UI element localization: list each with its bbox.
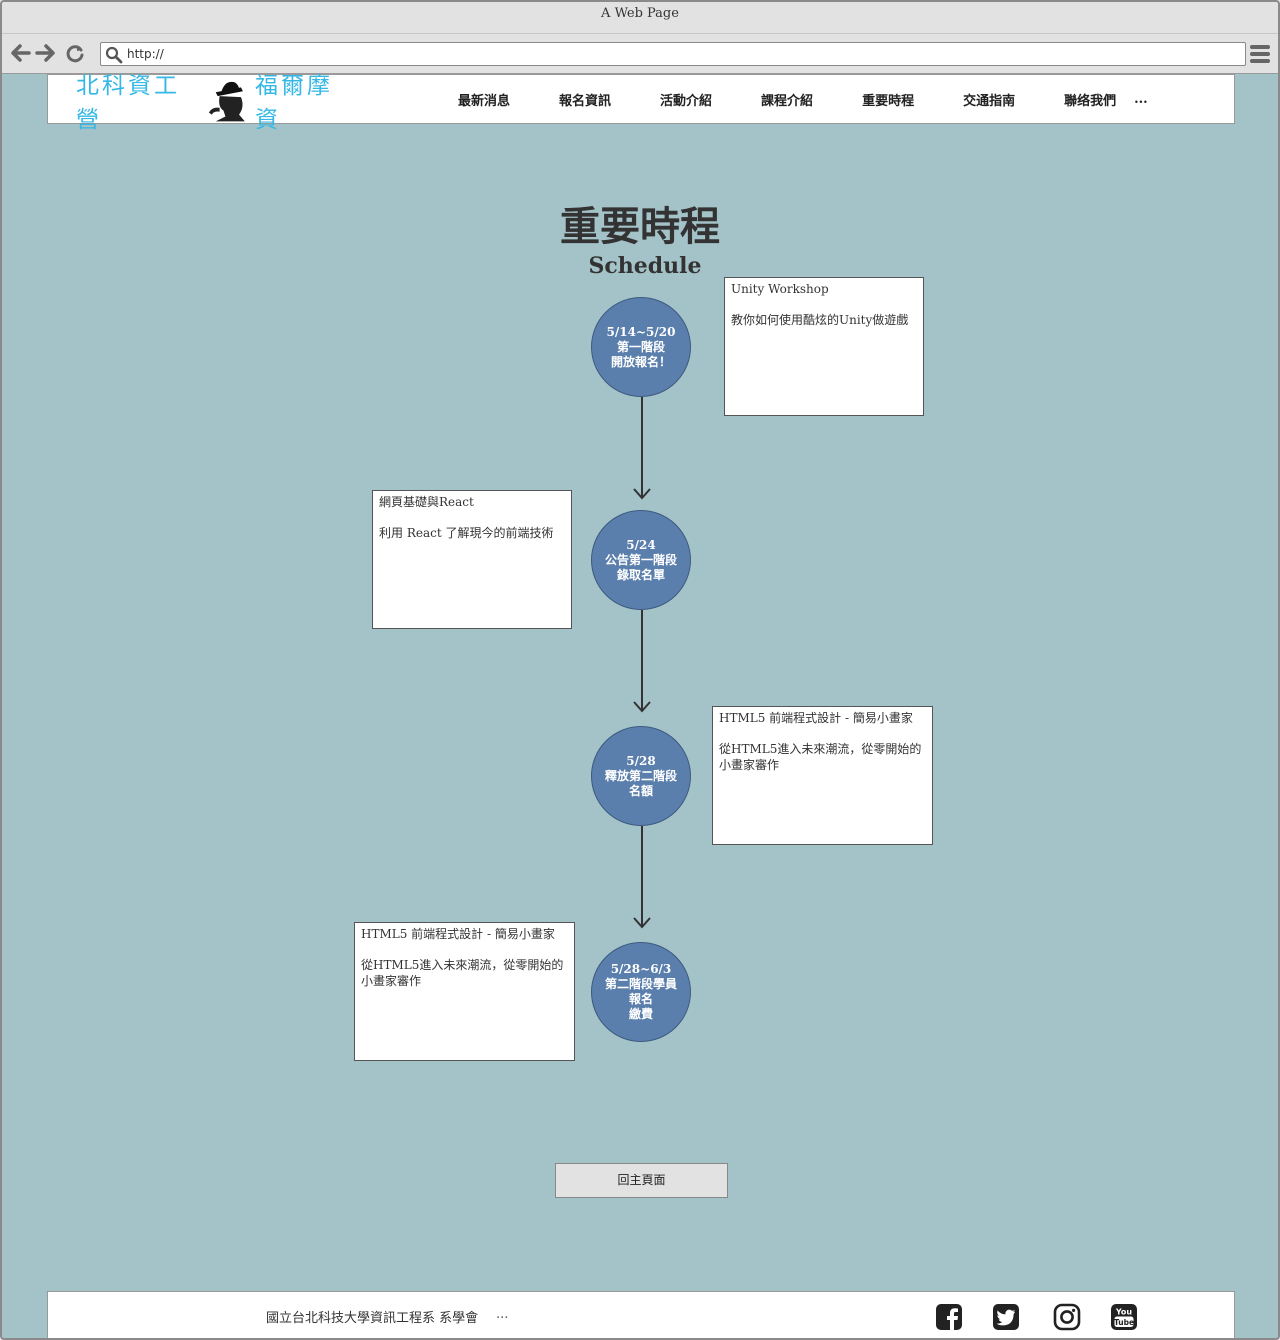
nav-item-news[interactable]: 最新消息 [458, 93, 511, 109]
page-subtitle: Schedule [588, 253, 702, 279]
nav-item-contact[interactable]: 聯络我們 [1064, 93, 1117, 109]
detective-silhouette-icon [209, 81, 246, 122]
hamburger-menu-icon[interactable] [1250, 45, 1270, 63]
card-title: 網頁基礎與React [379, 495, 474, 509]
reload-icon[interactable] [64, 42, 86, 64]
course-card: Unity Workshop 教你如何使用酷炫的Unity做遊戲 [724, 277, 924, 416]
page-title: 重要時程 [560, 203, 720, 250]
timeline-arrow [633, 610, 651, 713]
timeline-arrow [633, 397, 651, 500]
search-icon [105, 46, 123, 64]
instagram-icon[interactable] [1053, 1303, 1081, 1331]
footer-more[interactable]: ... [496, 1307, 509, 1322]
nav-item-registration[interactable]: 報名資訊 [559, 93, 612, 109]
browser-title: A Web Page [2, 2, 1278, 34]
site-footer: 國立台北科技大學資訊工程系 系學會 ... You Tube [47, 1291, 1235, 1338]
card-title: HTML5 前端程式設計 - 簡易小畫家 [361, 927, 555, 941]
nav-item-transport[interactable]: 交通指南 [963, 93, 1016, 109]
twitter-icon[interactable] [992, 1303, 1020, 1331]
svg-text:Tube: Tube [1114, 1318, 1134, 1327]
youtube-icon[interactable]: You Tube [1110, 1303, 1138, 1331]
timeline-node[interactable]: 5/24 公告第一階段 錄取名單 [591, 510, 691, 610]
url-text: http:// [127, 47, 164, 61]
logo-text-right: 福爾摩資 [254, 73, 333, 133]
back-arrow-icon[interactable] [10, 42, 32, 64]
card-desc: 從HTML5進入未來潮流，從零開始的小畫家審作 [361, 958, 564, 988]
timeline-node[interactable]: 5/28~6/3 第二階段學員 報名 繳費 [591, 942, 691, 1042]
course-card: 網頁基礎與React 利用 React 了解現今的前端技術 [372, 490, 572, 629]
site-logo[interactable]: 北科資工營 福爾摩資 [76, 73, 356, 133]
nav-item-schedule[interactable]: 重要時程 [862, 93, 915, 109]
timeline-arrow [633, 826, 651, 929]
browser-toolbar: http:// [2, 34, 1278, 74]
facebook-icon[interactable] [935, 1303, 963, 1331]
nav-more[interactable]: ... [1134, 91, 1148, 107]
home-button[interactable]: 回主頁面 [555, 1163, 728, 1198]
footer-text: 國立台北科技大學資訊工程系 系學會 [266, 1311, 479, 1326]
course-card: HTML5 前端程式設計 - 簡易小畫家 從HTML5進入未來潮流，從零開始的小… [712, 706, 933, 845]
logo-text-left: 北科資工營 [76, 73, 180, 133]
forward-arrow-icon[interactable] [34, 42, 56, 64]
main-nav: 最新消息 報名資訊 活動介紹 課程介紹 重要時程 交通指南 聯络我們 ... [458, 75, 1148, 123]
nav-item-courses[interactable]: 課程介紹 [761, 93, 814, 109]
card-desc: 教你如何使用酷炫的Unity做遊戲 [731, 313, 909, 327]
card-desc: 利用 React 了解現今的前端技術 [379, 526, 554, 540]
course-card: HTML5 前端程式設計 - 簡易小畫家 從HTML5進入未來潮流，從零開始的小… [354, 922, 575, 1061]
timeline-node[interactable]: 5/28 釋放第二階段 名額 [591, 726, 691, 826]
card-title: HTML5 前端程式設計 - 簡易小畫家 [719, 711, 913, 725]
address-bar[interactable]: http:// [100, 42, 1246, 66]
card-title: Unity Workshop [731, 282, 829, 296]
svg-text:You: You [1115, 1308, 1133, 1317]
timeline-node[interactable]: 5/14~5/20 第一階段 開放報名！ [591, 297, 691, 397]
site-header: 北科資工營 福爾摩資 最新消息 報名資訊 活動介紹 課程介紹 重要時程 交通指南… [47, 73, 1235, 133]
card-desc: 從HTML5進入未來潮流，從零開始的小畫家審作 [719, 742, 922, 772]
nav-item-activities[interactable]: 活動介紹 [660, 93, 713, 109]
